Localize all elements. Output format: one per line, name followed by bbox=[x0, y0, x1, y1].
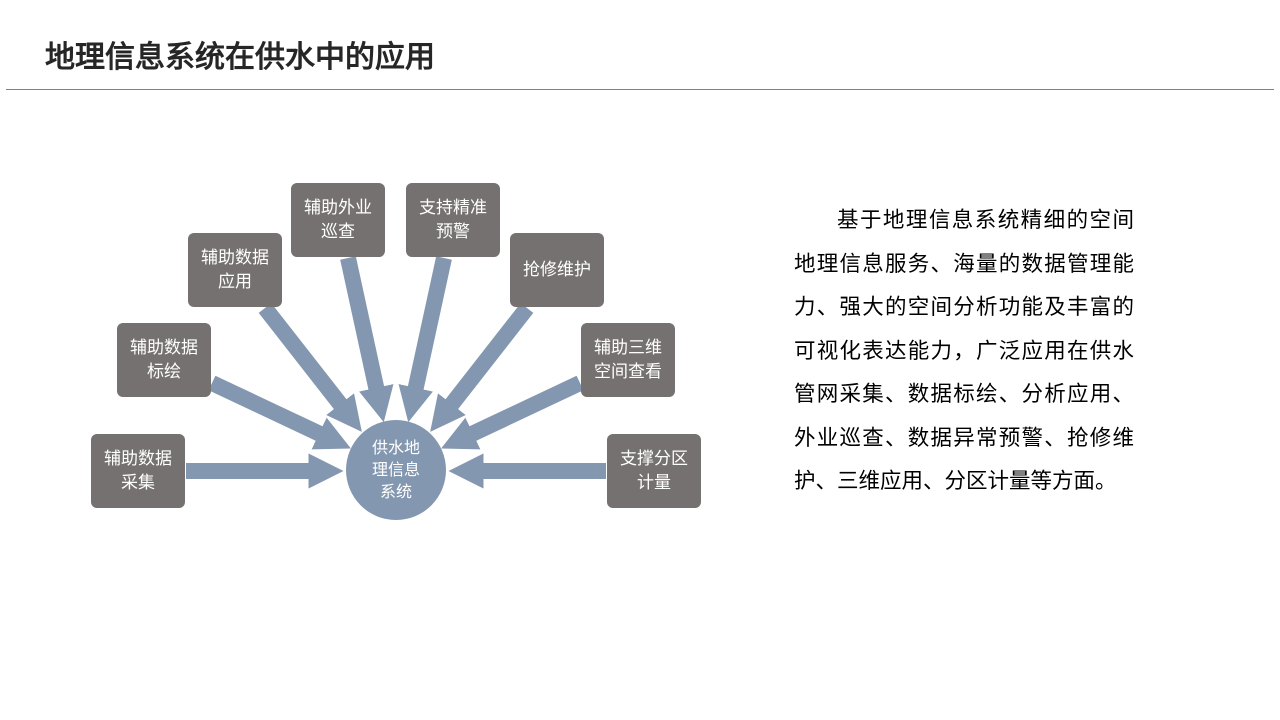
node-field-patrol: 辅助外业 巡查 bbox=[291, 183, 385, 257]
node-data-collection: 辅助数据 采集 bbox=[91, 434, 185, 508]
node-data-marking: 辅助数据 标绘 bbox=[117, 323, 211, 397]
node-label: 支撑分区 计量 bbox=[620, 449, 688, 493]
node-label: 支持精准 预警 bbox=[419, 198, 487, 242]
arrow-warning bbox=[398, 256, 452, 423]
arrow-apply bbox=[258, 303, 362, 432]
node-precise-warning: 支持精准 预警 bbox=[406, 183, 500, 257]
arrow-patrol bbox=[340, 256, 394, 423]
node-label: 辅助数据 标绘 bbox=[130, 338, 198, 382]
arrow-mark bbox=[208, 375, 351, 450]
node-label: 辅助数据 应用 bbox=[201, 248, 269, 292]
node-label: 辅助外业 巡查 bbox=[304, 198, 372, 242]
hub-label: 供水地 理信息 系统 bbox=[371, 438, 420, 501]
description-paragraph: 基于地理信息系统精细的空间地理信息服务、海量的数据管理能力、强大的空间分析功能及… bbox=[794, 208, 1134, 494]
arrow-3d bbox=[441, 375, 584, 450]
node-label: 辅助三维 空间查看 bbox=[594, 338, 662, 382]
node-label: 抢修维护 bbox=[523, 260, 591, 280]
node-label: 辅助数据 采集 bbox=[104, 449, 172, 493]
node-data-application: 辅助数据 应用 bbox=[188, 233, 282, 307]
hub-circle: 供水地 理信息 系统 bbox=[346, 420, 446, 520]
page-title: 地理信息系统在供水中的应用 bbox=[45, 40, 435, 75]
node-zone-metering: 支撑分区 计量 bbox=[607, 434, 701, 508]
title-divider bbox=[6, 89, 1274, 90]
node-repair-maintenance: 抢修维护 bbox=[510, 233, 604, 307]
arrow-repair bbox=[430, 303, 534, 432]
node-3d-view: 辅助三维 空间查看 bbox=[581, 323, 675, 397]
